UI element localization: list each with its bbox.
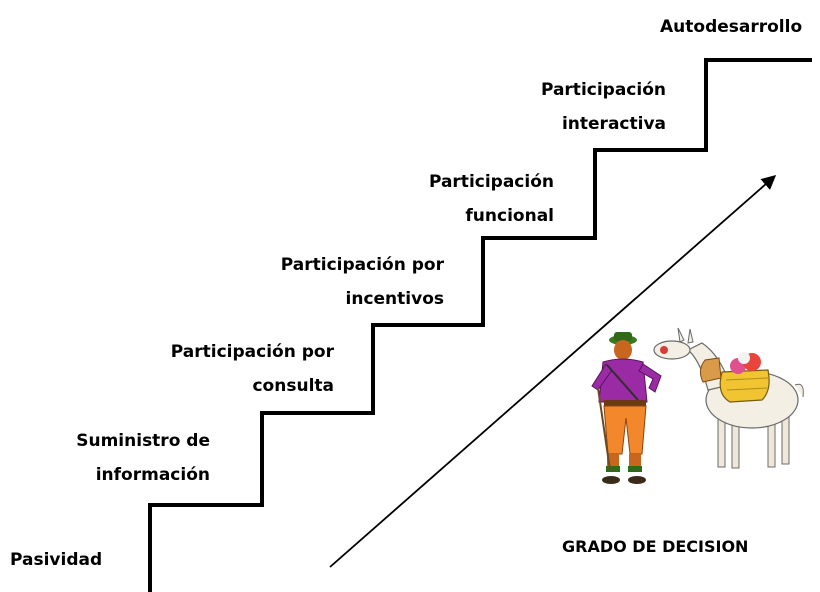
step-label-suministro: Suministro de información xyxy=(40,424,210,492)
step-label-pasividad: Pasividad xyxy=(10,543,102,577)
step-label-line: Participación xyxy=(428,172,554,192)
step-label-line: incentivos xyxy=(345,289,444,309)
decision-degree-label: GRADO DE DECISION xyxy=(562,537,749,556)
staircase-line xyxy=(148,58,812,592)
step-label-funcional: Participación funcional xyxy=(380,165,554,233)
step-label-line: Participación xyxy=(540,80,666,100)
decision-arrow xyxy=(329,175,777,568)
step-label-line: funcional xyxy=(465,206,554,226)
step-label-line: Participación por xyxy=(280,255,444,275)
step-label-line: interactiva xyxy=(561,114,666,134)
step-label-line: Participación por xyxy=(170,342,334,362)
step-label-consulta: Participación por consulta xyxy=(120,335,334,403)
step-label-interactiva: Participación interactiva xyxy=(500,73,666,141)
step-label-line: consulta xyxy=(252,376,334,396)
farmer-icon xyxy=(591,332,662,484)
step-label-line: información xyxy=(95,465,210,485)
step-label-line: Autodesarrollo xyxy=(660,17,803,37)
step-label-incentivos: Participación por incentivos xyxy=(230,248,444,316)
llama-icon xyxy=(653,327,804,469)
step-label-line: Pasividad xyxy=(10,550,103,570)
step-label-line: Suministro de xyxy=(76,431,210,451)
step-label-autodesarrollo: Autodesarrollo xyxy=(660,10,802,44)
